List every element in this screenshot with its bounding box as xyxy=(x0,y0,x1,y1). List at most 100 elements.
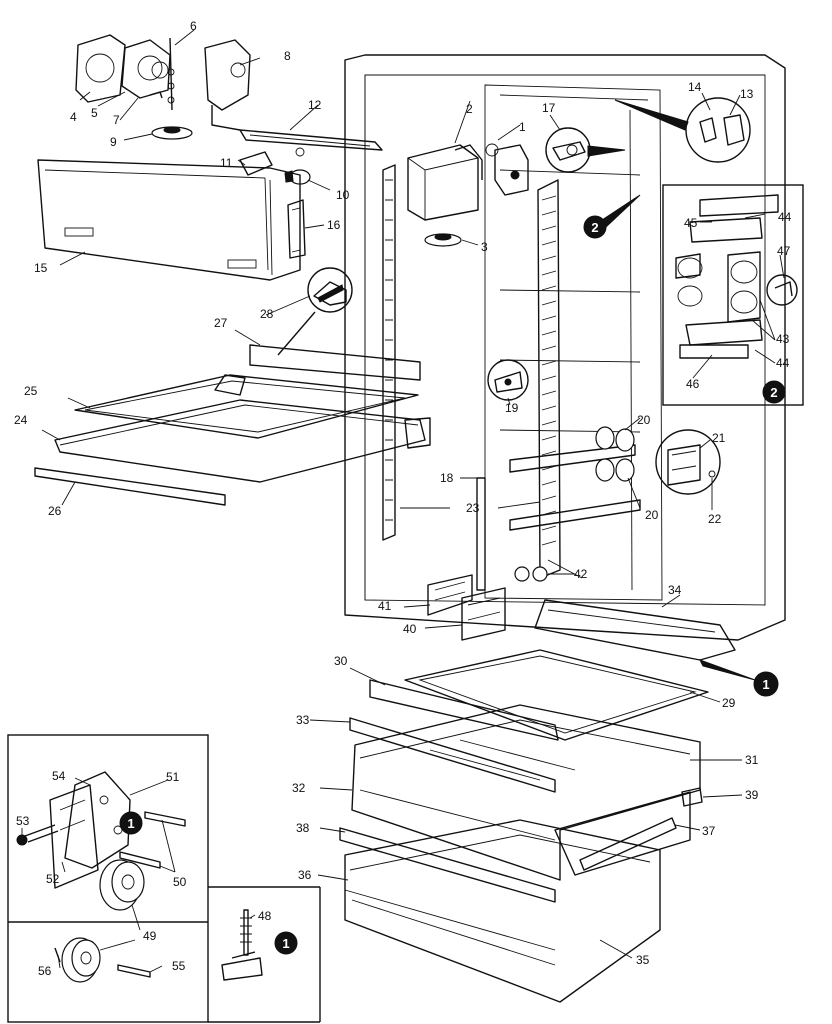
label-44-lower: 44 xyxy=(776,356,790,370)
label-47: 47 xyxy=(777,244,791,258)
crisper-cover-front-trim xyxy=(369,679,559,741)
control-knob-center xyxy=(434,233,452,241)
label-19: 19 xyxy=(505,401,519,415)
crisper-cover-glass xyxy=(404,649,709,741)
label-39: 39 xyxy=(745,788,759,802)
lower-crisper-pan xyxy=(344,819,661,1003)
label-4: 4 xyxy=(70,110,77,124)
label-20-lower: 20 xyxy=(645,508,659,522)
pan-slide-rail xyxy=(579,817,677,871)
marker-one-cabinet: 1 xyxy=(698,659,779,697)
label-32: 32 xyxy=(292,781,306,795)
marker-two-panel-text: 2 xyxy=(770,385,777,400)
label-52: 52 xyxy=(46,872,60,886)
label-35: 35 xyxy=(636,953,650,967)
leader-lines xyxy=(21,29,785,973)
label-43: 43 xyxy=(776,332,790,346)
label-27: 27 xyxy=(214,316,228,330)
marker-one-hinge-text: 1 xyxy=(127,816,134,831)
label-3: 3 xyxy=(481,240,488,254)
label-17: 17 xyxy=(542,101,556,115)
hinge-detail-box: 1 xyxy=(7,734,321,1023)
label-48: 48 xyxy=(258,909,272,923)
label-37: 37 xyxy=(702,824,716,838)
label-40: 40 xyxy=(403,622,417,636)
label-44-upper: 44 xyxy=(778,210,792,224)
marker-two-panel: 2 xyxy=(762,380,786,404)
fan-motor-assembly xyxy=(75,34,251,140)
label-2: 2 xyxy=(466,102,473,116)
label-42: 42 xyxy=(574,567,588,581)
thermostat xyxy=(485,143,529,196)
part-number-labels: 1 2 3 4 5 6 7 8 9 10 11 12 13 14 15 16 1… xyxy=(14,19,792,978)
label-25: 25 xyxy=(24,384,38,398)
label-46: 46 xyxy=(686,377,700,391)
hinge-cap-callout xyxy=(614,97,751,163)
label-22: 22 xyxy=(708,512,722,526)
label-45: 45 xyxy=(684,216,698,230)
label-7: 7 xyxy=(113,113,120,127)
label-41: 41 xyxy=(378,599,392,613)
marker-two-cabinet-text: 2 xyxy=(591,220,598,235)
crisper-bracket-callout xyxy=(655,429,721,495)
marker-one-cabinet-text: 1 xyxy=(762,677,769,692)
pan-stop xyxy=(681,787,703,807)
label-30: 30 xyxy=(334,654,348,668)
crisper-rails xyxy=(509,426,641,531)
label-5: 5 xyxy=(91,106,98,120)
label-18: 18 xyxy=(440,471,454,485)
shelf-support-rail-center xyxy=(537,179,561,579)
marker-one-leg-text: 1 xyxy=(282,936,289,951)
upper-crisper-pan xyxy=(351,704,701,881)
label-13: 13 xyxy=(740,87,754,101)
shelf-rear-trim xyxy=(34,467,226,506)
door-shelf-detail-panel xyxy=(662,184,804,406)
label-29: 29 xyxy=(722,696,736,710)
label-26: 26 xyxy=(48,504,62,518)
cabinet xyxy=(344,54,786,641)
label-11: 11 xyxy=(220,156,233,170)
label-16: 16 xyxy=(327,218,341,232)
shelf-clip-callout xyxy=(277,267,353,356)
label-8: 8 xyxy=(284,49,291,63)
label-56: 56 xyxy=(38,964,52,978)
label-31: 31 xyxy=(745,753,759,767)
label-55: 55 xyxy=(172,959,186,973)
label-28: 28 xyxy=(260,307,274,321)
label-50: 50 xyxy=(173,875,187,889)
label-12: 12 xyxy=(308,98,322,112)
label-15: 15 xyxy=(34,261,48,275)
label-49: 49 xyxy=(143,929,157,943)
lower-pan-front-trim xyxy=(339,827,556,903)
label-23: 23 xyxy=(466,501,480,515)
defrost-control-box xyxy=(407,144,483,221)
label-14: 14 xyxy=(688,80,702,94)
light-bracket xyxy=(239,129,383,157)
shelf-front-trim xyxy=(249,344,421,381)
label-34: 34 xyxy=(668,583,682,597)
shelf-frame xyxy=(54,374,431,483)
leveling-leg: 1 xyxy=(221,909,298,981)
label-54: 54 xyxy=(52,769,66,783)
glass-shelf xyxy=(74,374,419,439)
label-9: 9 xyxy=(110,135,117,149)
crisper-cover-front-frame xyxy=(349,717,556,793)
label-24: 24 xyxy=(14,413,28,427)
label-53: 53 xyxy=(16,814,30,828)
marker-two-cabinet: 2 xyxy=(583,194,641,239)
light-fixture-callout xyxy=(545,127,626,173)
label-38: 38 xyxy=(296,821,310,835)
control-panel-shield xyxy=(37,159,301,281)
label-20-upper: 20 xyxy=(637,413,651,427)
label-36: 36 xyxy=(298,868,312,882)
light-switch-bracket xyxy=(287,199,306,259)
crisper-pan-supports xyxy=(427,574,506,641)
crisper-cover-trim xyxy=(534,599,736,661)
interior-rail xyxy=(476,477,486,591)
label-21: 21 xyxy=(712,431,726,445)
label-51: 51 xyxy=(166,770,180,784)
label-10: 10 xyxy=(336,188,350,202)
shelf-support-rail-left xyxy=(382,164,396,541)
label-6: 6 xyxy=(190,19,197,33)
